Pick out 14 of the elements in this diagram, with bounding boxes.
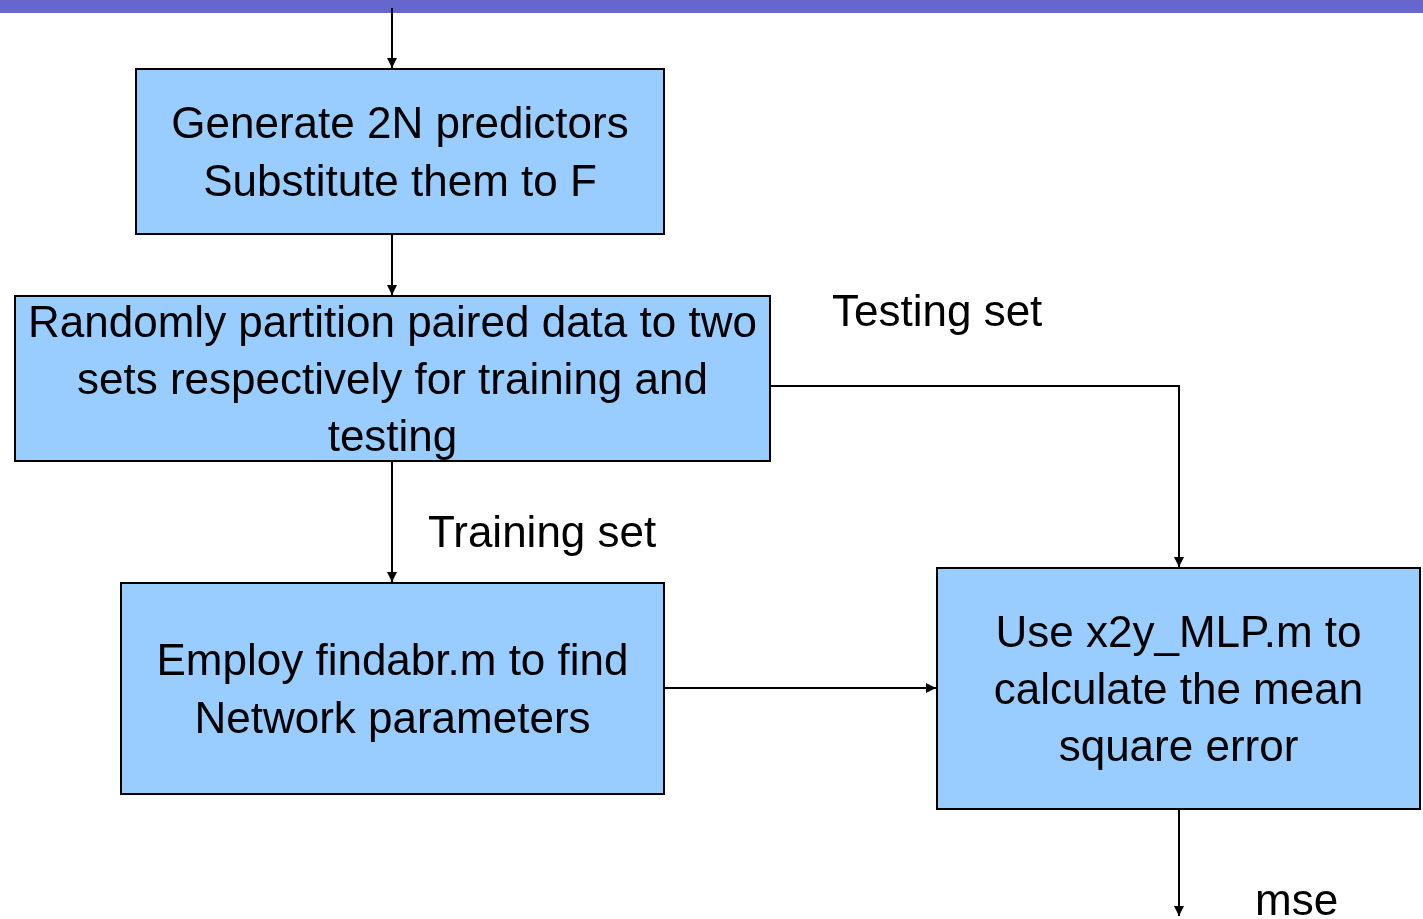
- box-text: Use x2y_MLP.m to calculate the mean square error: [992, 605, 1365, 773]
- process-box: [120, 582, 665, 795]
- arrow: [664, 683, 937, 693]
- box-text: Randomly partition paired data to two sets respectively for training and testing: [27, 295, 758, 463]
- process-box: [936, 567, 1421, 810]
- arrow: [387, 461, 397, 583]
- box-text: Employ findabr.m to find Network parameters: [155, 634, 630, 744]
- arrow: [387, 234, 397, 296]
- arrow: [1174, 809, 1184, 917]
- process-box: [135, 68, 665, 235]
- arrow: [387, 7, 397, 69]
- arrow: [770, 385, 1184, 568]
- box-text: Generate 2N predictors: [171, 97, 629, 150]
- box-text: Substitute them to F: [203, 154, 597, 207]
